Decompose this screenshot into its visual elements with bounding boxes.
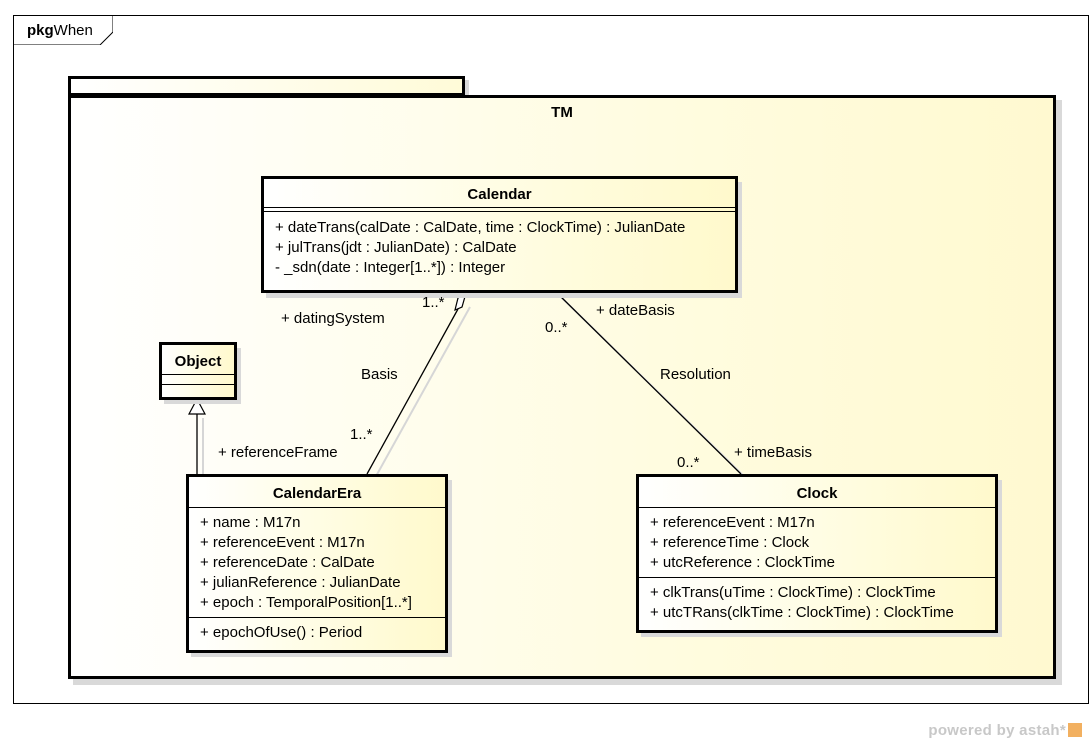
- astah-logo-icon: [1068, 723, 1082, 737]
- resolution-line[interactable]: [556, 292, 742, 475]
- operation: + clkTrans(uTime : ClockTime) : ClockTim…: [650, 584, 936, 601]
- class-object[interactable]: Object: [159, 342, 237, 400]
- operations-compartment: + dateTrans(calDate : CalDate, time : Cl…: [264, 212, 735, 281]
- watermark-text: powered by astah*: [928, 722, 1066, 739]
- basis-line[interactable]: [366, 308, 459, 475]
- attribute: + referenceEvent : M17n: [650, 514, 815, 531]
- package-title: TM: [551, 104, 573, 121]
- attribute: + name : M17n: [200, 514, 301, 531]
- resolution-source-role: + dateBasis: [596, 302, 675, 319]
- operation: + julTrans(jdt : JulianDate) : CalDate: [275, 239, 517, 256]
- operations-compartment: + clkTrans(uTime : ClockTime) : ClockTim…: [639, 578, 995, 626]
- attribute: + referenceTime : Clock: [650, 534, 810, 551]
- class-name: Object: [162, 345, 234, 375]
- operation: + dateTrans(calDate : CalDate, time : Cl…: [275, 219, 686, 236]
- attribute: + utcReference : ClockTime: [650, 554, 835, 571]
- operation: + epochOfUse() : Period: [200, 624, 363, 641]
- operations-compartment: [162, 385, 234, 394]
- basis-target-role: + referenceFrame: [218, 444, 338, 461]
- operations-compartment: + epochOfUse() : Period: [189, 618, 445, 646]
- class-name: Clock: [639, 477, 995, 508]
- attributes-compartment: + name : M17n + referenceEvent : M17n + …: [189, 508, 445, 618]
- resolution-name[interactable]: Resolution: [660, 366, 731, 383]
- package-tab[interactable]: [68, 76, 465, 96]
- frame-label: pkgWhen: [27, 22, 93, 39]
- generalization-arrow-icon: [188, 397, 206, 415]
- class-calendar[interactable]: Calendar + dateTrans(calDate : CalDate, …: [261, 176, 738, 293]
- operation: + utcTRans(clkTime : ClockTime) : ClockT…: [650, 604, 954, 621]
- attribute: + julianReference : JulianDate: [200, 574, 401, 591]
- diagram-frame: [13, 15, 1089, 704]
- frame-tab: [13, 15, 113, 45]
- frame-name: When: [53, 22, 93, 39]
- class-name: CalendarEra: [189, 477, 445, 508]
- basis-target-multiplicity: 1..*: [350, 426, 373, 443]
- basis-name[interactable]: Basis: [361, 366, 398, 383]
- operation: - _sdn(date : Integer[1..*]) : Integer: [275, 259, 506, 276]
- class-name: Calendar: [264, 179, 735, 208]
- resolution-source-multiplicity: 0..*: [545, 319, 568, 336]
- basis-shadow: [374, 306, 471, 479]
- attributes-compartment: + referenceEvent : M17n + referenceTime …: [639, 508, 995, 578]
- attribute: + epoch : TemporalPosition[1..*]: [200, 594, 412, 611]
- frame-kind: pkg: [27, 22, 54, 39]
- resolution-target-multiplicity: 0..*: [677, 454, 700, 471]
- basis-source-role: + datingSystem: [281, 310, 385, 327]
- resolution-target-role: + timeBasis: [734, 444, 812, 461]
- attribute: + referenceDate : CalDate: [200, 554, 375, 571]
- class-clock[interactable]: Clock + referenceEvent : M17n + referenc…: [636, 474, 998, 633]
- class-calendarera[interactable]: CalendarEra + name : M17n + referenceEve…: [186, 474, 448, 653]
- attributes-compartment: [264, 208, 735, 212]
- attribute: + referenceEvent : M17n: [200, 534, 365, 551]
- attributes-compartment: [162, 375, 234, 385]
- watermark: powered by astah*: [928, 722, 1082, 739]
- basis-source-multiplicity: 1..*: [422, 294, 445, 311]
